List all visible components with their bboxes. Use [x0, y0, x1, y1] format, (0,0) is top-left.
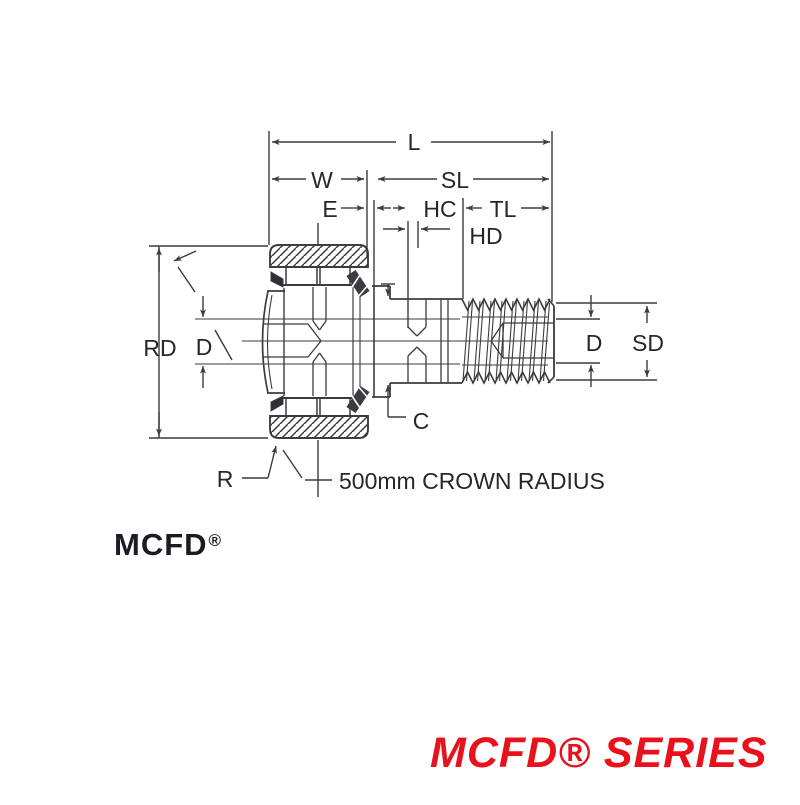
- thread-flanks: [462, 300, 551, 382]
- thread-section: [461, 297, 555, 385]
- dim-label-r: R: [217, 466, 234, 492]
- dim-d-left: [200, 296, 233, 388]
- dim-c: [381, 283, 406, 418]
- sockets-and-lube-holes: [263, 287, 553, 396]
- extension-lines: [149, 131, 657, 439]
- dim-label-c: C: [413, 408, 430, 434]
- crown-radius-note: 500mm CROWN RADIUS: [339, 468, 605, 494]
- dim-r-crown: [242, 440, 332, 497]
- dim-label-e: E: [322, 196, 337, 222]
- dim-label-l: L: [408, 129, 421, 155]
- series-title: MCFD® SERIES: [430, 729, 768, 777]
- dim-label-sl: SL: [441, 167, 469, 193]
- outer-ring: [269, 244, 369, 439]
- dim-rd: [156, 246, 197, 438]
- stud-journal: [372, 285, 462, 398]
- endplate: [261, 290, 285, 394]
- dim-label-hd: HD: [469, 223, 502, 249]
- dim-label-rd: RD: [143, 335, 176, 361]
- dim-label-hc: HC: [423, 196, 456, 222]
- drawing-caption-model: MCFD: [114, 527, 208, 562]
- drawing-caption: MCFD®: [114, 527, 221, 563]
- cam-follower-section: [195, 244, 555, 439]
- d-extension-lines: [195, 318, 548, 365]
- dimension-lines: [149, 131, 657, 497]
- dim-label-d-right: D: [586, 330, 603, 356]
- dim-label-sd: SD: [632, 330, 664, 356]
- dim-label-tl: TL: [490, 196, 517, 222]
- dim-label-w: W: [311, 167, 333, 193]
- dimension-labels: L W SL E HC TL HD RD D C R D SD 500mm CR…: [143, 129, 664, 494]
- registered-mark: ®: [208, 530, 223, 550]
- dim-d-sd-right: [588, 295, 650, 387]
- stud-head: [283, 284, 361, 399]
- needle-rollers: [285, 266, 351, 417]
- dim-label-d-left: D: [196, 334, 213, 360]
- seals: [270, 269, 370, 414]
